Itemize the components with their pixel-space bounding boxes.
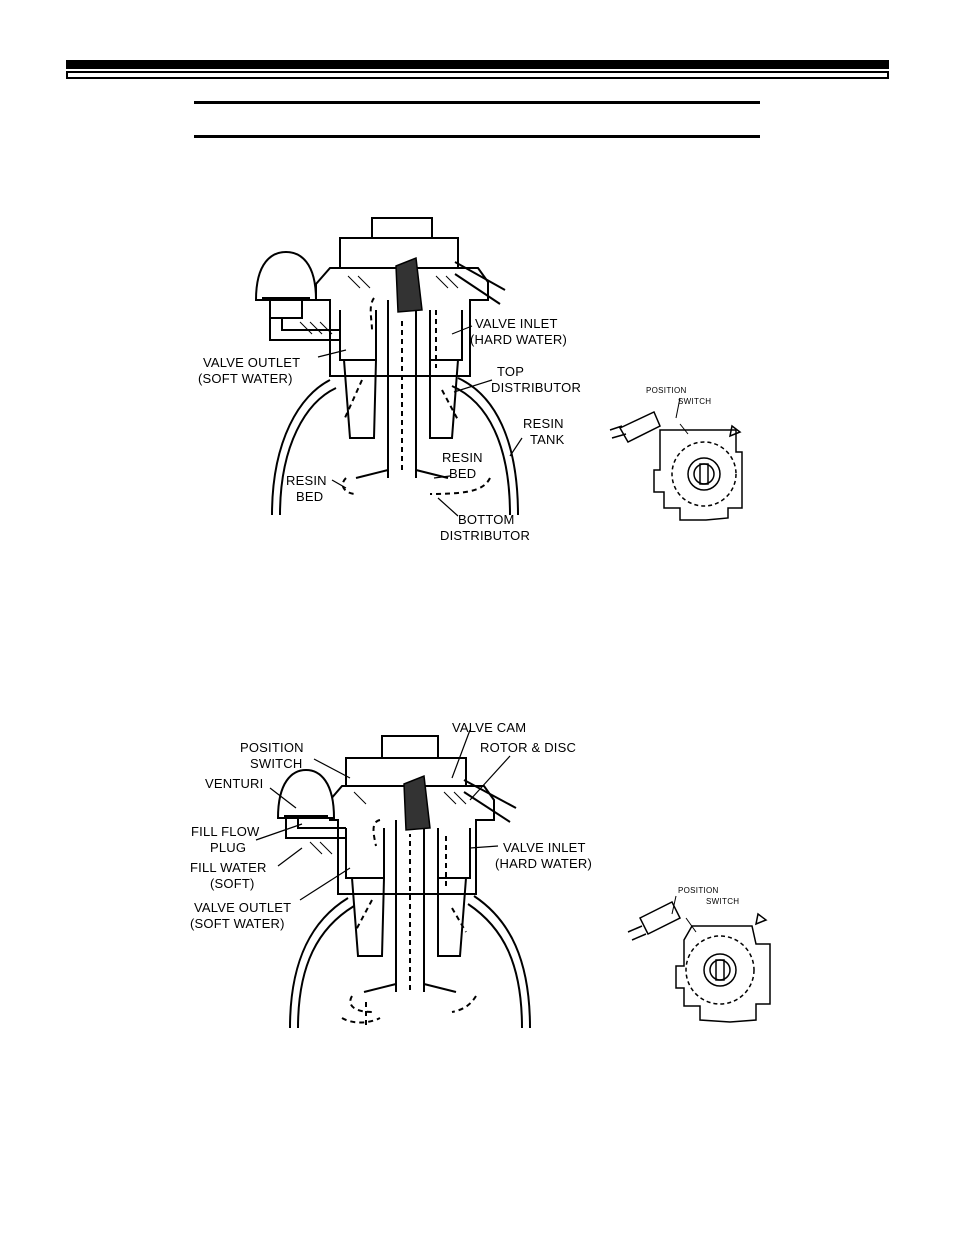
bottom-switch-label-switch: SWITCH: [706, 897, 739, 906]
bottom-switch-label-position: POSITION: [678, 886, 719, 895]
